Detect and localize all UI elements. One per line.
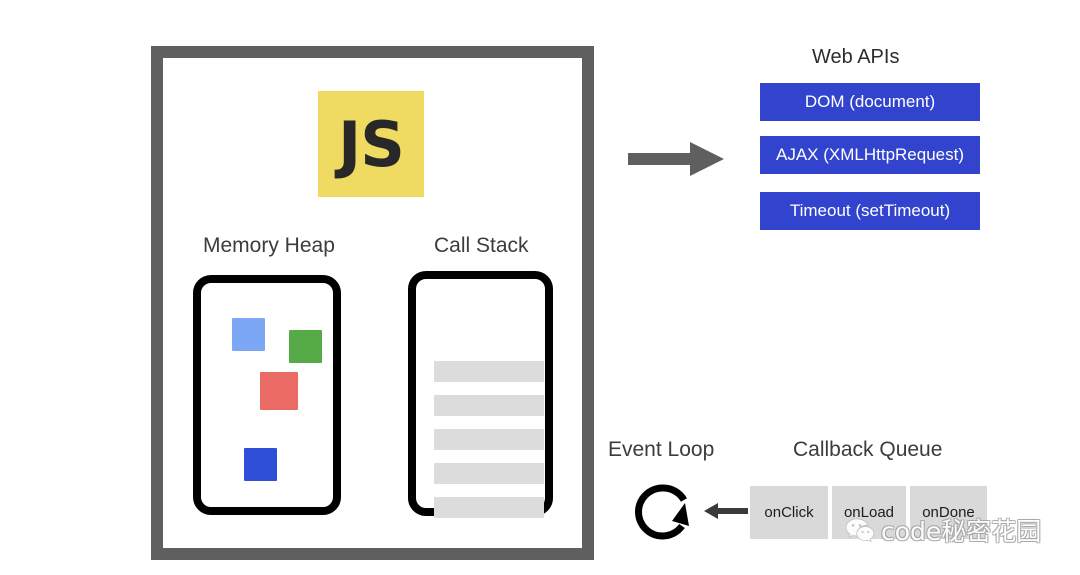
stack-frame-5 <box>434 497 544 518</box>
memory-heap-label: Memory Heap <box>203 234 335 257</box>
javascript-logo: JS <box>318 91 424 197</box>
call-stack-label: Call Stack <box>434 234 529 257</box>
stack-frame-3 <box>434 429 544 450</box>
heap-object-light-blue <box>232 318 265 351</box>
web-api-timeout-button[interactable]: Timeout (setTimeout) <box>760 192 980 230</box>
stack-frame-4 <box>434 463 544 484</box>
stack-frame-1 <box>434 361 544 382</box>
memory-heap-box <box>193 275 341 515</box>
heap-object-red <box>260 372 298 410</box>
web-apis-label: Web APIs <box>812 46 900 68</box>
callback-queue-item-ondone[interactable]: onDone <box>910 486 987 539</box>
callback-queue-item-onload[interactable]: onLoad <box>832 486 906 539</box>
heap-object-blue <box>244 448 277 481</box>
callback-queue-label: Callback Queue <box>793 438 943 461</box>
web-api-ajax-button[interactable]: AJAX (XMLHttpRequest) <box>760 136 980 174</box>
arrow-left-icon <box>704 503 748 519</box>
call-stack-box <box>408 271 553 518</box>
web-api-dom-button[interactable]: DOM (document) <box>760 83 980 121</box>
callback-queue-item-onclick[interactable]: onClick <box>750 486 828 539</box>
arrow-right-icon <box>628 142 724 176</box>
event-loop-circular-arrow-icon <box>635 484 689 540</box>
event-loop-label: Event Loop <box>608 438 715 461</box>
heap-object-green <box>289 330 322 363</box>
javascript-logo-text: JS <box>338 108 405 181</box>
stack-frame-2 <box>434 395 544 416</box>
